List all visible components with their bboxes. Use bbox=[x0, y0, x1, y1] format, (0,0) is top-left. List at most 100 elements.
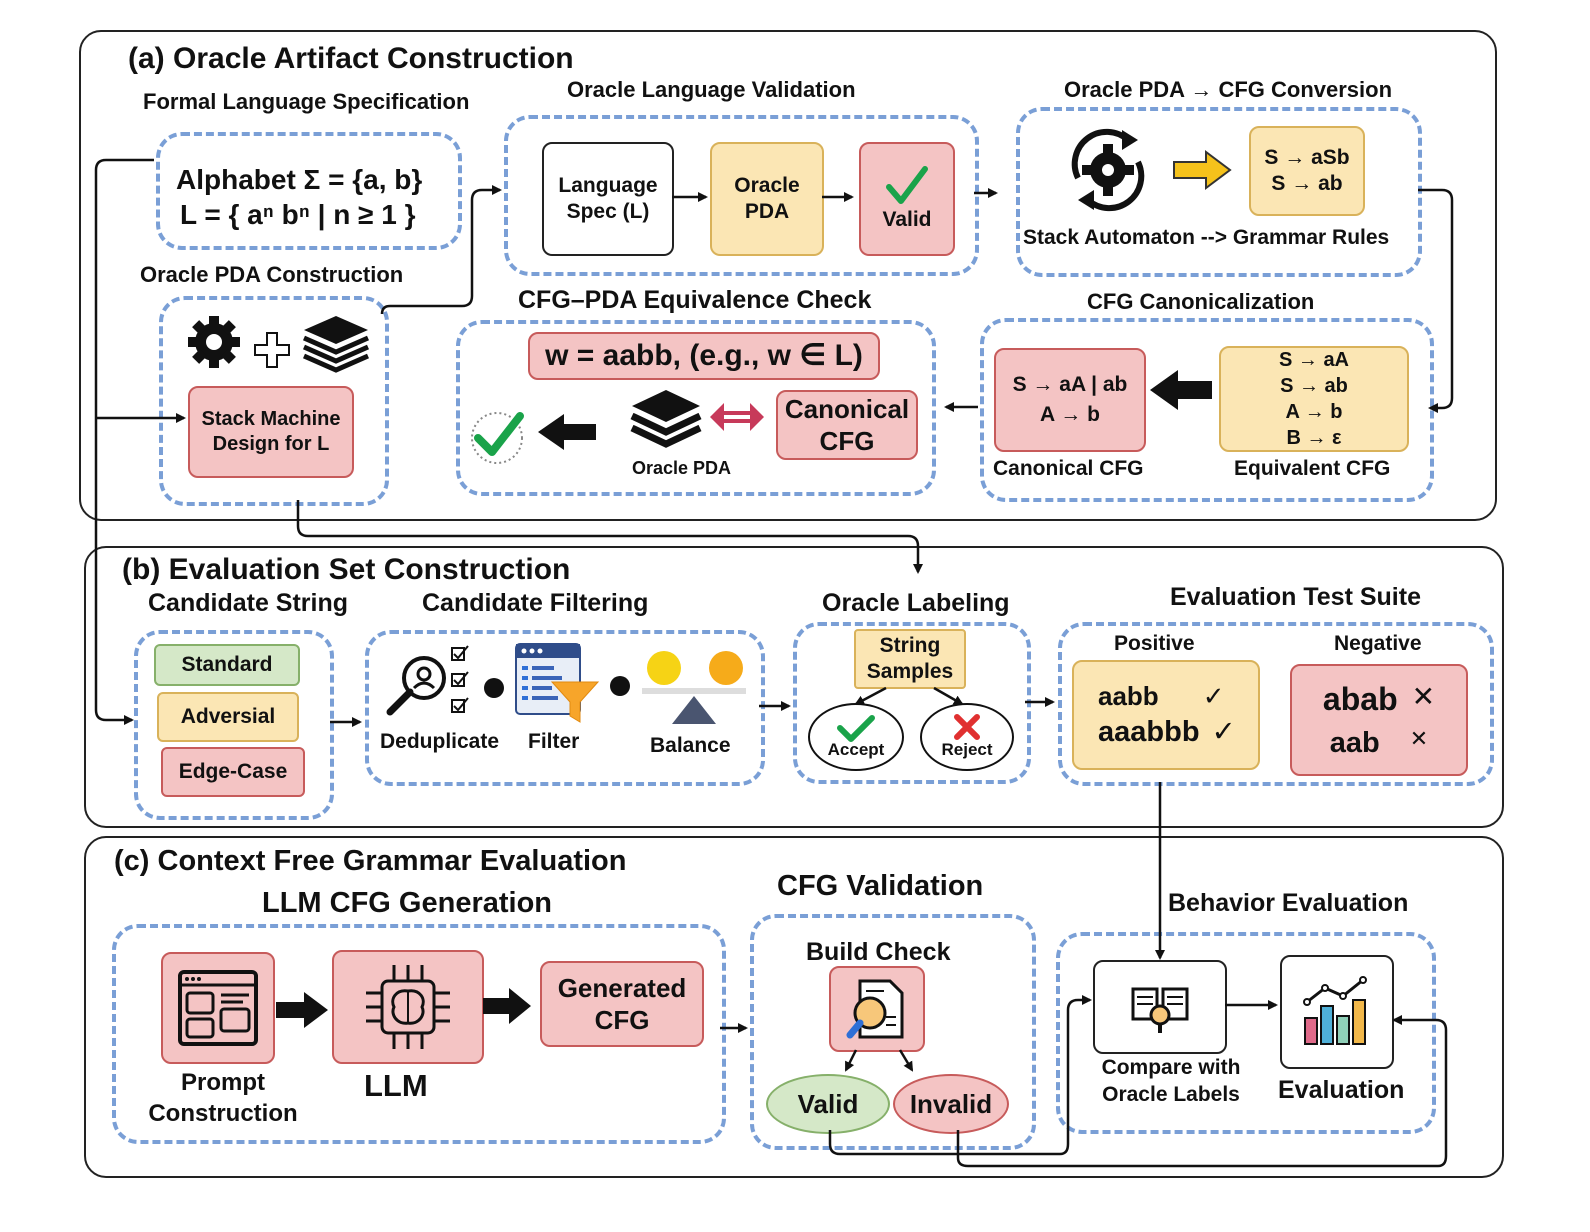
arrow-left-icon bbox=[538, 414, 596, 450]
standard-box: Standard bbox=[154, 644, 300, 686]
oracle-pda-box: Oracle PDA bbox=[710, 142, 824, 256]
cross-mark-2: ✕ bbox=[1409, 725, 1429, 751]
oracle-pda-stack-icon bbox=[630, 390, 702, 448]
compare-label: Compare with Oracle Labels bbox=[1101, 1056, 1241, 1107]
language-spec-box: Language Spec (L) bbox=[542, 142, 674, 256]
invalid-ellipse: Invalid bbox=[893, 1074, 1009, 1134]
rule-1: S → aSb bbox=[1264, 145, 1350, 169]
generated-cfg-box: Generated CFG bbox=[540, 961, 704, 1047]
llm-label: LLM bbox=[364, 1068, 428, 1103]
equiv-title: CFG–PDA Equivalence Check bbox=[518, 286, 872, 314]
plus-icon bbox=[254, 332, 290, 368]
build-check-title: Build Check bbox=[806, 938, 951, 966]
negative-label: Negative bbox=[1334, 632, 1422, 655]
edge-case-box: Edge-Case bbox=[161, 747, 305, 797]
pda-construction-title: Oracle PDA Construction bbox=[140, 262, 404, 287]
compare-box bbox=[1093, 960, 1227, 1054]
conversion-caption: Stack Automaton --> Grammar Rules bbox=[1023, 226, 1390, 249]
eq-rule-3: A → b bbox=[1285, 401, 1343, 423]
prompt-label: Prompt Construction bbox=[148, 1069, 298, 1128]
check-mark-2: ✓ bbox=[1211, 716, 1236, 749]
llm-chip-icon bbox=[366, 965, 450, 1049]
balance-icon bbox=[642, 651, 746, 724]
bullet-dot-1 bbox=[484, 678, 504, 698]
reject-cross-icon bbox=[954, 714, 980, 740]
evaluation-label: Evaluation bbox=[1278, 1076, 1405, 1104]
gen-group bbox=[112, 924, 726, 1144]
filter-label: Filter bbox=[528, 730, 580, 753]
gen-title: LLM CFG Generation bbox=[262, 887, 552, 919]
check-icon bbox=[886, 165, 928, 204]
double-arrow-icon bbox=[710, 403, 764, 431]
negative-string-2: aab bbox=[1329, 726, 1380, 759]
positive-string-1: aabb bbox=[1098, 680, 1159, 711]
positive-string-2: aaabbb bbox=[1098, 716, 1200, 749]
candidate-group bbox=[134, 630, 334, 820]
deduplicate-icon bbox=[386, 645, 469, 716]
canon-rule-1: S → aA | ab bbox=[1012, 372, 1128, 396]
arrow-right-icon-c2 bbox=[483, 988, 531, 1024]
formal-spec-title: Formal Language Specification bbox=[143, 89, 470, 114]
validation-group bbox=[504, 115, 979, 276]
filtering-group bbox=[365, 630, 765, 786]
arrow-right-icon-c1 bbox=[276, 992, 328, 1028]
prompt-code-icon bbox=[178, 970, 258, 1046]
pda-cfg-rules-box: S → aSb S → ab bbox=[1249, 126, 1365, 216]
equivalent-cfg-label: Equivalent CFG bbox=[1234, 457, 1391, 480]
doc-search-icon bbox=[846, 979, 904, 1039]
bullet-dot-2 bbox=[610, 676, 630, 696]
reject-label: Reject bbox=[941, 740, 993, 759]
cfg-validation-title: CFG Validation bbox=[777, 870, 984, 902]
eq-rule-1: S → aA bbox=[1278, 349, 1350, 371]
rule-2: S → ab bbox=[1271, 172, 1343, 195]
canonical-cfg-label: Canonical CFG bbox=[993, 457, 1144, 480]
canon-title: CFG Canonicalization bbox=[1087, 289, 1315, 314]
dotted-check-icon bbox=[471, 412, 524, 464]
prompt-box bbox=[161, 952, 275, 1064]
eq-rule-2: S → ab bbox=[1280, 375, 1348, 397]
cross-mark-1: ✕ bbox=[1411, 680, 1436, 712]
arrow-right-icon bbox=[1173, 150, 1232, 190]
oracle-pda-label: Oracle PDA bbox=[632, 458, 732, 478]
equiv-group bbox=[456, 320, 936, 496]
alphabet-text: Alphabet Σ = {a, b} bbox=[176, 164, 423, 195]
language-text: L = { aⁿ bⁿ | n ≥ 1 } bbox=[180, 199, 416, 230]
w-example-box: w = aabb, (e.g., w ∈ L) bbox=[528, 332, 880, 380]
balance-label: Balance bbox=[650, 734, 731, 757]
evaluation-box bbox=[1280, 955, 1394, 1069]
build-check-box bbox=[829, 966, 925, 1052]
canonical-rules-box: S → aA | ab A → b bbox=[994, 348, 1146, 452]
negative-string-1: abab bbox=[1322, 680, 1398, 717]
check-mark-1: ✓ bbox=[1202, 680, 1225, 711]
pda-construction-group bbox=[159, 296, 389, 506]
accept-label: Accept bbox=[827, 740, 885, 759]
labeling-title: Oracle Labeling bbox=[822, 589, 1010, 617]
gear-cycle-icon bbox=[1071, 128, 1145, 212]
accept-check-icon bbox=[837, 715, 875, 742]
stack-machine-box: Stack Machine Design for L bbox=[188, 386, 354, 478]
section-a-title: (a) Oracle Artifact Construction bbox=[128, 42, 574, 75]
filtering-title: Candidate Filtering bbox=[422, 589, 649, 617]
filter-icon bbox=[515, 643, 600, 723]
llm-box bbox=[332, 950, 484, 1064]
canon-rule-2: A → b bbox=[1040, 403, 1100, 426]
suite-title: Evaluation Test Suite bbox=[1170, 583, 1421, 611]
gear-icon bbox=[188, 316, 240, 368]
string-samples-box: String Samples bbox=[854, 629, 966, 689]
negative-box: abab ✕ aab ✕ bbox=[1290, 664, 1468, 776]
suite-group bbox=[1058, 622, 1494, 786]
behavior-title: Behavior Evaluation bbox=[1168, 889, 1409, 917]
stack-layers-icon bbox=[302, 316, 370, 373]
deduplicate-label: Deduplicate bbox=[380, 730, 500, 753]
book-search-icon bbox=[1131, 987, 1189, 1033]
valid-ellipse: Valid bbox=[766, 1074, 890, 1134]
section-c-title: (c) Context Free Grammar Evaluation bbox=[114, 845, 627, 877]
canonical-cfg-box: Canonical CFG bbox=[776, 390, 918, 460]
candidate-title: Candidate String bbox=[148, 589, 349, 617]
validation-title: Oracle Language Validation bbox=[567, 77, 856, 102]
reject-ellipse: Reject bbox=[920, 703, 1014, 771]
accept-ellipse: Accept bbox=[808, 703, 904, 771]
bar-chart-icon bbox=[1303, 976, 1367, 1045]
positive-label: Positive bbox=[1114, 632, 1195, 655]
conversion-title: Oracle PDA → CFG Conversion bbox=[1064, 77, 1393, 102]
